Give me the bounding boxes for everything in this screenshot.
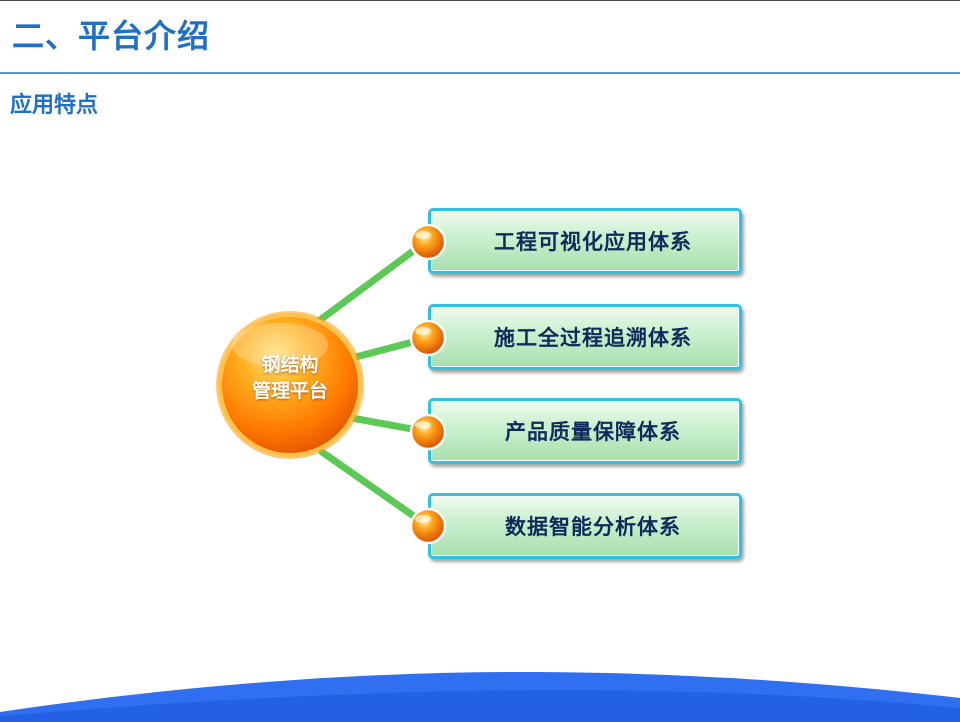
- knob-1: [409, 223, 447, 261]
- top-border: [0, 0, 960, 1]
- connector-1: [316, 236, 432, 324]
- knob-2: [409, 319, 447, 357]
- branch-box-4: 数据智能分析体系: [428, 493, 742, 559]
- knob-3: [409, 413, 447, 451]
- branch-label-1: 工程可视化应用体系: [494, 229, 692, 254]
- branch-label-2: 施工全过程追溯体系: [494, 325, 692, 350]
- branch-label-4: 数据智能分析体系: [505, 514, 681, 539]
- hub-circle: [216, 311, 364, 459]
- page-title: 二、平台介绍: [12, 17, 211, 55]
- branch-box-3: 产品质量保障体系: [428, 398, 742, 464]
- hub-label-line1: 钢结构: [261, 354, 319, 376]
- knob-4: [409, 507, 447, 545]
- hub-label-line2: 管理平台: [251, 380, 328, 402]
- branch-box-2: 施工全过程追溯体系: [428, 304, 742, 370]
- branch-label-3: 产品质量保障体系: [505, 419, 681, 444]
- connector-4: [318, 448, 432, 530]
- section-subtitle: 应用特点: [10, 92, 99, 118]
- hub-label: 钢结构 管理平台: [222, 352, 358, 404]
- title-divider: [0, 72, 960, 74]
